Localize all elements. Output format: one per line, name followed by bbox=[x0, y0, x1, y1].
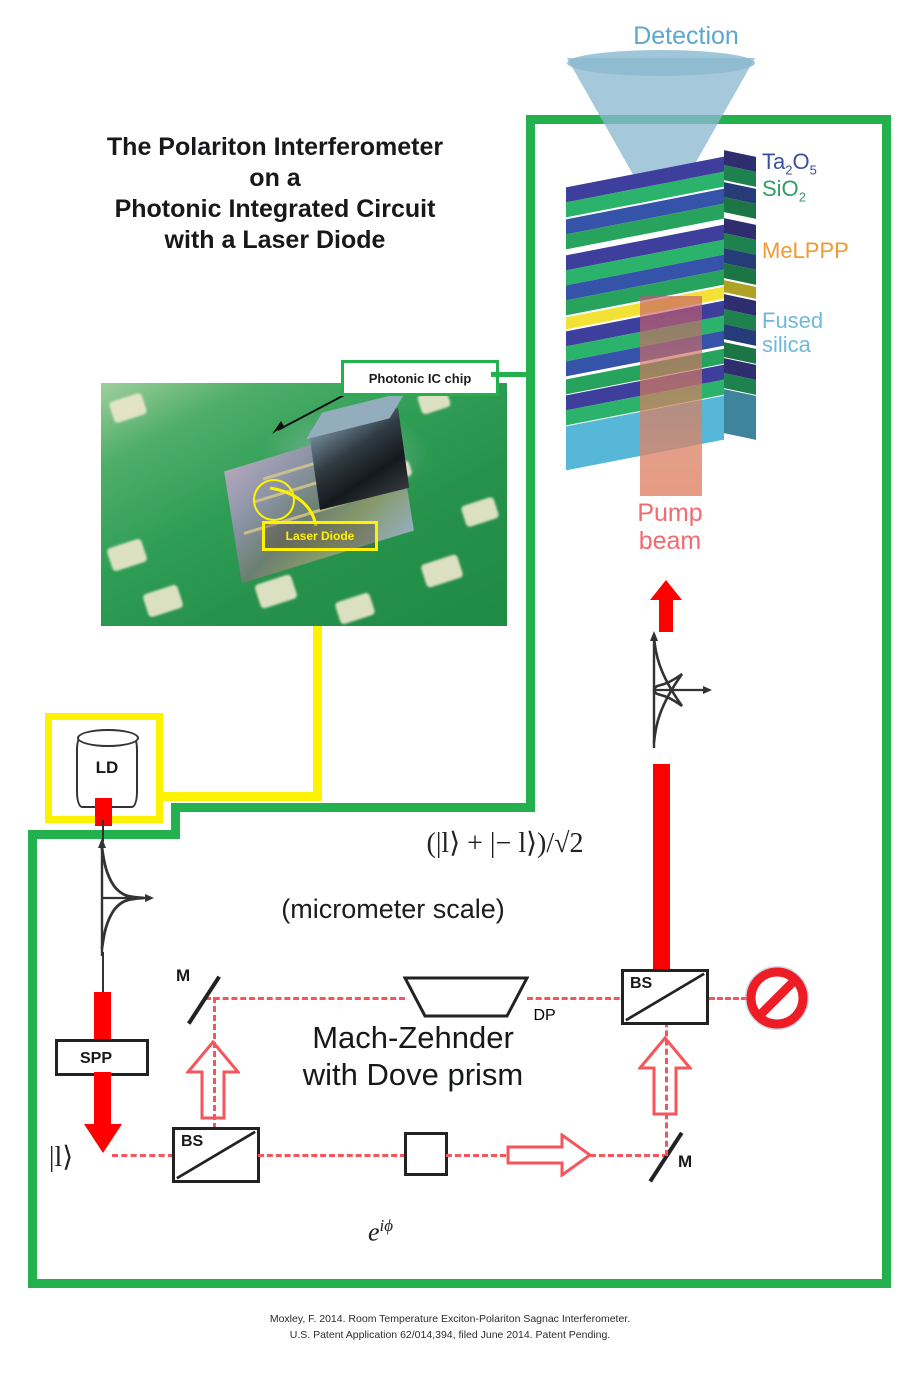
pump-beam-arrow-icon bbox=[648, 580, 684, 637]
frame-green-right bbox=[882, 115, 891, 1288]
title-line-1: The Polariton Interferometer bbox=[106, 133, 444, 161]
ld-gaussian-profile-icon bbox=[88, 838, 164, 963]
pump-line-2: beam bbox=[638, 526, 702, 555]
dove-prism[interactable]: DP bbox=[402, 976, 556, 1025]
input-state-label: |l⟩ bbox=[48, 1142, 74, 1173]
beam-splitter-output-label: BS bbox=[630, 975, 653, 992]
laser-diode-module: LD bbox=[45, 713, 163, 826]
interferometer-name-line-2: with Dove prism bbox=[302, 1056, 524, 1092]
input-beam-arrowhead bbox=[83, 1122, 123, 1159]
beam-splitter-input-label: BS bbox=[181, 1133, 204, 1150]
fused-line-1: Fused bbox=[762, 307, 824, 333]
right-arm-direction-arrow-icon bbox=[636, 1035, 694, 1121]
chip-callout-connector bbox=[491, 372, 535, 377]
scale-note: (micrometer scale) bbox=[281, 894, 505, 924]
phase-element-label: eiϕ bbox=[368, 1216, 488, 1248]
yellow-connector-horizontal bbox=[160, 792, 322, 801]
laser-diode-cylinder: LD bbox=[76, 729, 139, 808]
blocked-port-beam bbox=[709, 997, 747, 1000]
pump-beam-solid-segment bbox=[653, 764, 670, 969]
material-label-fused-silica: Fused silica bbox=[762, 307, 894, 358]
yellow-connector-vertical bbox=[313, 543, 322, 801]
chip-leader-line bbox=[272, 390, 352, 439]
laser-diode-label: LD bbox=[95, 758, 119, 777]
callout-photonic-ic-chip[interactable]: Photonic IC chip bbox=[341, 360, 499, 396]
ld-beam-line-lower bbox=[102, 952, 104, 992]
frame-green-bottom bbox=[28, 1279, 891, 1288]
pump-mode-profile-icon bbox=[640, 630, 716, 755]
upper-arm-beam-left bbox=[205, 997, 405, 1000]
lower-arm-beam-after-phase bbox=[446, 1154, 506, 1157]
citation-line-1: Moxley, F. 2014. Room Temperature Excito… bbox=[269, 1313, 631, 1325]
figure-title: The Polariton Interferometer on a Photon… bbox=[40, 132, 510, 256]
material-label-melppp: MeLPPP bbox=[762, 237, 849, 263]
input-beam-upper bbox=[94, 992, 111, 1047]
callout-laser-diode[interactable]: Laser Diode bbox=[262, 521, 378, 551]
pump-beam-label: Pump beam bbox=[600, 499, 740, 555]
ld-beam-line bbox=[102, 820, 104, 842]
interferometer-name: Mach-Zehnder with Dove prism bbox=[248, 1020, 578, 1093]
citation: Moxley, F. 2014. Room Temperature Excito… bbox=[90, 1312, 810, 1344]
upper-arm-beam-right bbox=[527, 997, 637, 1000]
title-line-3: Photonic Integrated Circuit bbox=[114, 195, 436, 223]
phase-exponent: iϕ bbox=[379, 1216, 394, 1235]
material-label-sio2: SiO2 bbox=[762, 176, 806, 205]
lower-arm-direction-arrow-icon bbox=[506, 1132, 593, 1182]
lower-arm-beam-to-mirror bbox=[590, 1154, 668, 1157]
dove-prism-label: DP bbox=[533, 1007, 556, 1024]
mirror-lower-right-label: M bbox=[678, 1152, 693, 1171]
laser-diode-emission bbox=[95, 798, 112, 826]
laser-diode-highlight-circle bbox=[253, 479, 295, 521]
frame-green-step-riser bbox=[171, 803, 180, 839]
beam-splitter-input[interactable]: BS bbox=[172, 1127, 260, 1183]
input-beam-lower bbox=[94, 1072, 111, 1130]
callout-laser-diode-label: Laser Diode bbox=[285, 529, 355, 543]
lower-arm-beam-in bbox=[112, 1154, 174, 1157]
title-line-4: with a Laser Diode bbox=[164, 226, 386, 254]
title-line-2: on a bbox=[249, 164, 301, 192]
spp-component[interactable]: SPP bbox=[55, 1039, 149, 1076]
no-entry-sign-icon bbox=[745, 966, 809, 1035]
material-legend: Ta2O5 SiO2 MeLPPP Fused silica bbox=[762, 149, 894, 358]
laser-diode-leader-line bbox=[268, 486, 328, 533]
callout-photonic-ic-chip-label: Photonic IC chip bbox=[368, 370, 472, 386]
detection-label: Detection bbox=[633, 22, 739, 50]
frame-green-vert-connector bbox=[526, 115, 535, 812]
lower-arm-beam-mid bbox=[258, 1154, 406, 1157]
frame-green-step-low bbox=[28, 830, 180, 839]
phase-element[interactable] bbox=[404, 1132, 448, 1176]
spp-label: SPP bbox=[80, 1050, 113, 1067]
pump-beam-column bbox=[640, 296, 702, 496]
fused-line-2: silica bbox=[762, 332, 811, 358]
left-arm-direction-arrow-icon bbox=[184, 1039, 242, 1125]
frame-green-left bbox=[28, 830, 37, 1288]
left-arm-vertical-beam bbox=[213, 997, 216, 1147]
phase-base: e bbox=[368, 1217, 380, 1247]
interferometer-name-line-1: Mach-Zehnder bbox=[312, 1020, 514, 1055]
citation-line-2: U.S. Patent Application 62/014,394, file… bbox=[289, 1328, 611, 1341]
beam-splitter-output[interactable]: BS bbox=[621, 969, 709, 1025]
mirror-upper-left-label: M bbox=[176, 966, 191, 985]
right-arm-vertical-beam bbox=[665, 1012, 668, 1156]
pump-line-1: Pump bbox=[637, 499, 703, 527]
frame-green-step-high bbox=[171, 803, 535, 812]
superposition-formula: (|l⟩ + |− l⟩)/√2 bbox=[426, 828, 584, 859]
material-label-ta2o5: Ta2O5 bbox=[762, 149, 817, 178]
laser-diode-cylinder-cap bbox=[77, 729, 139, 747]
